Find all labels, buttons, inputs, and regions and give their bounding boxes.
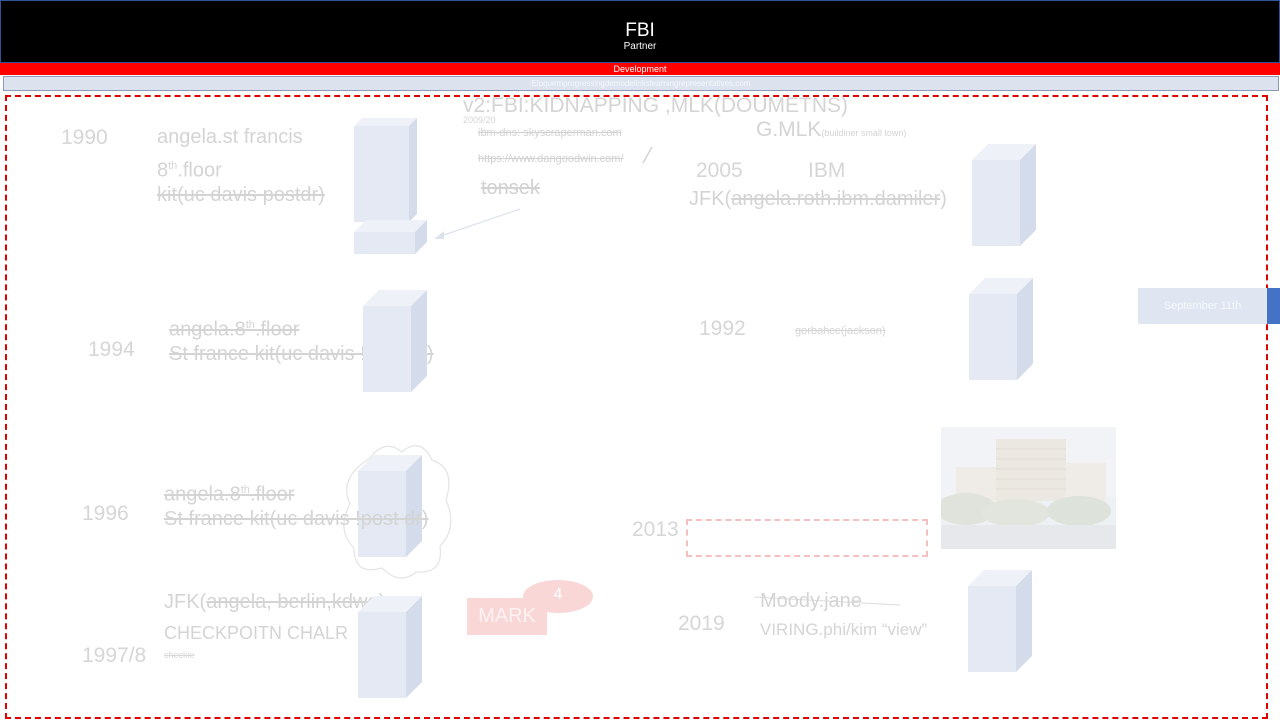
gmlk-label: G.MLK(buildiner small town) — [756, 118, 907, 141]
year-2019: 2019 — [678, 612, 725, 635]
entry-2019-line1: Moody.jane — [760, 590, 862, 612]
cube-1994 — [363, 290, 427, 392]
entry-1990-line1: angela.st francis — [157, 126, 303, 148]
slash-mark — [642, 146, 653, 164]
v2-date: 2009/20 — [463, 115, 496, 125]
entry-2005-line1: JFK(angela.roth.ibm.damiler) — [689, 188, 947, 210]
entry-1992-note: gorbahce(jackson) — [795, 325, 886, 337]
cube-1997 — [358, 596, 422, 698]
year-1997-8: 1997/8 — [82, 644, 147, 667]
entry-1997-line3: checkie — [164, 650, 195, 660]
page-subtitle: Partner — [623, 41, 657, 52]
dashed-box-2013 — [686, 519, 928, 557]
year-1992: 1992 — [699, 317, 746, 340]
v2-link-1[interactable]: ibm-dns: skyscraperman.com — [478, 127, 622, 139]
arrow-connector — [434, 208, 521, 239]
cube-1990 — [354, 118, 417, 222]
v2-link-2[interactable]: https://www.dangoodwin.com/ — [478, 153, 624, 165]
building-photo — [941, 427, 1116, 549]
entry-1994-line1: angela.8th.floor — [169, 318, 300, 341]
cube-1990-base — [354, 220, 427, 254]
header-bar — [0, 0, 1280, 63]
entry-1997-line2: CHECKPOITN CHALR — [164, 623, 349, 643]
year-2013: 2013 — [632, 518, 679, 541]
year-2005: 2005 — [696, 159, 743, 182]
entry-1996-line1: angela.8th.floor — [164, 483, 295, 506]
september-11th-edge — [1267, 288, 1280, 324]
connector-line-2019 — [753, 596, 901, 606]
cube-2019 — [968, 570, 1032, 672]
entry-2019-line2: VIRING.phi/kim “view” — [760, 620, 928, 639]
year-1996: 1996 — [82, 502, 129, 525]
entry-1996-line2: St france kit(uc davis !post dr) — [164, 508, 429, 530]
url-bar[interactable]: Eloquemprogressingdemodelinkslearningrep… — [3, 76, 1279, 91]
year-1990: 1990 — [61, 126, 108, 149]
cloud-shape — [343, 445, 452, 579]
timeline-frame — [5, 95, 1268, 719]
v2-title: v2:FBI:KIDNAPPING ,MLK(DOUMETNS) — [463, 94, 849, 117]
v2-tag: tonsek — [481, 177, 540, 199]
entry-1990-line2: 8th.floor — [157, 159, 222, 182]
entry-1997-line1: JFK(angela, berlin,kdwe) — [164, 591, 385, 613]
cube-1996 — [358, 455, 422, 557]
year-1994: 1994 — [88, 338, 135, 361]
september-11th-box[interactable]: September 11th — [1138, 288, 1267, 324]
page-title: FBI — [625, 20, 655, 41]
mark-label[interactable]: MARK — [467, 598, 547, 635]
entry-1990-line3: kit(uc davis postdr) — [157, 184, 325, 206]
cube-2005 — [972, 144, 1036, 246]
org-ibm: IBM — [808, 159, 846, 182]
development-banner: Development — [0, 63, 1280, 75]
cube-1992 — [969, 278, 1033, 380]
